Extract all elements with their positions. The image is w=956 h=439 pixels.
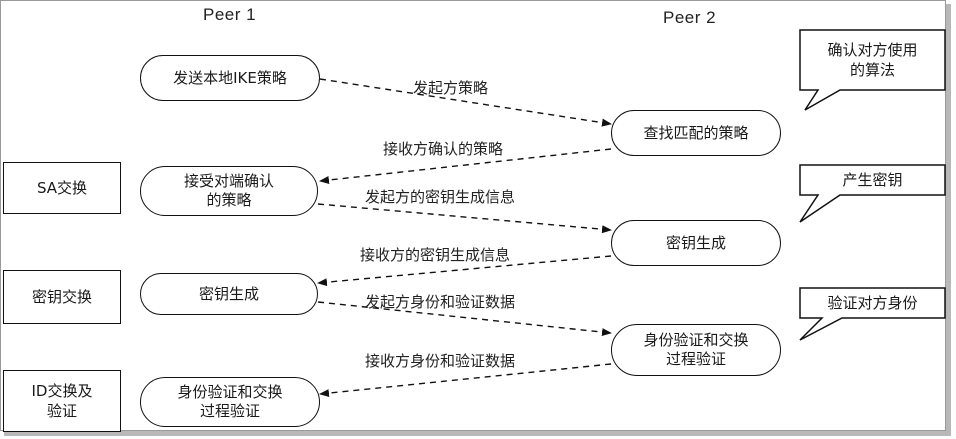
message-label-1: 发起方策略	[413, 79, 489, 97]
callout-shape-1	[799, 29, 946, 111]
peer2-auth-verify-node: 身份验证和交换 过程验证	[611, 324, 781, 376]
callout-text-confirm-algorithm: 确认对方使用 的算法	[827, 41, 918, 79]
message-arrow-2	[319, 148, 612, 184]
message-arrow-6	[319, 363, 612, 398]
callout-text-verify-identity: 验证对方身份	[827, 294, 918, 312]
phase-sa-exchange-box: SA交换	[3, 162, 121, 214]
phase-key-exchange-box: 密钥交换	[3, 270, 121, 324]
peer2-find-policy-node: 查找匹配的策略	[611, 110, 781, 156]
peer1-auth-verify-node: 身份验证和交换 过程验证	[140, 377, 320, 427]
peer1-send-policy-node: 发送本地IKE策略	[140, 55, 320, 101]
message-label-3: 发起方的密钥生成信息	[365, 188, 516, 206]
phase-id-exchange-box: ID交换及 验证	[3, 370, 121, 432]
peer1-key-generation-node: 密钥生成	[140, 273, 318, 315]
message-label-6: 接收方身份和验证数据	[365, 352, 516, 370]
message-label-4: 接收方的密钥生成信息	[360, 246, 511, 264]
peer2-key-generation-node: 密钥生成	[611, 220, 781, 266]
peer1-accept-policy-node: 接受对端确认 的策略	[140, 166, 318, 216]
message-arrow-4	[317, 255, 612, 287]
message-arrow-1	[319, 78, 612, 127]
message-arrow-5	[317, 301, 612, 337]
peer2-title: Peer 2	[663, 8, 717, 27]
callout-shape-2	[799, 164, 946, 223]
message-arrow-3	[317, 203, 612, 234]
callout-shape-3	[799, 287, 946, 341]
message-label-2: 接收方确认的策略	[383, 140, 504, 158]
message-label-5: 发起方身份和验证数据	[365, 293, 516, 311]
peer1-title: Peer 1	[203, 5, 257, 24]
callout-text-generate-key: 产生密钥	[842, 171, 903, 189]
